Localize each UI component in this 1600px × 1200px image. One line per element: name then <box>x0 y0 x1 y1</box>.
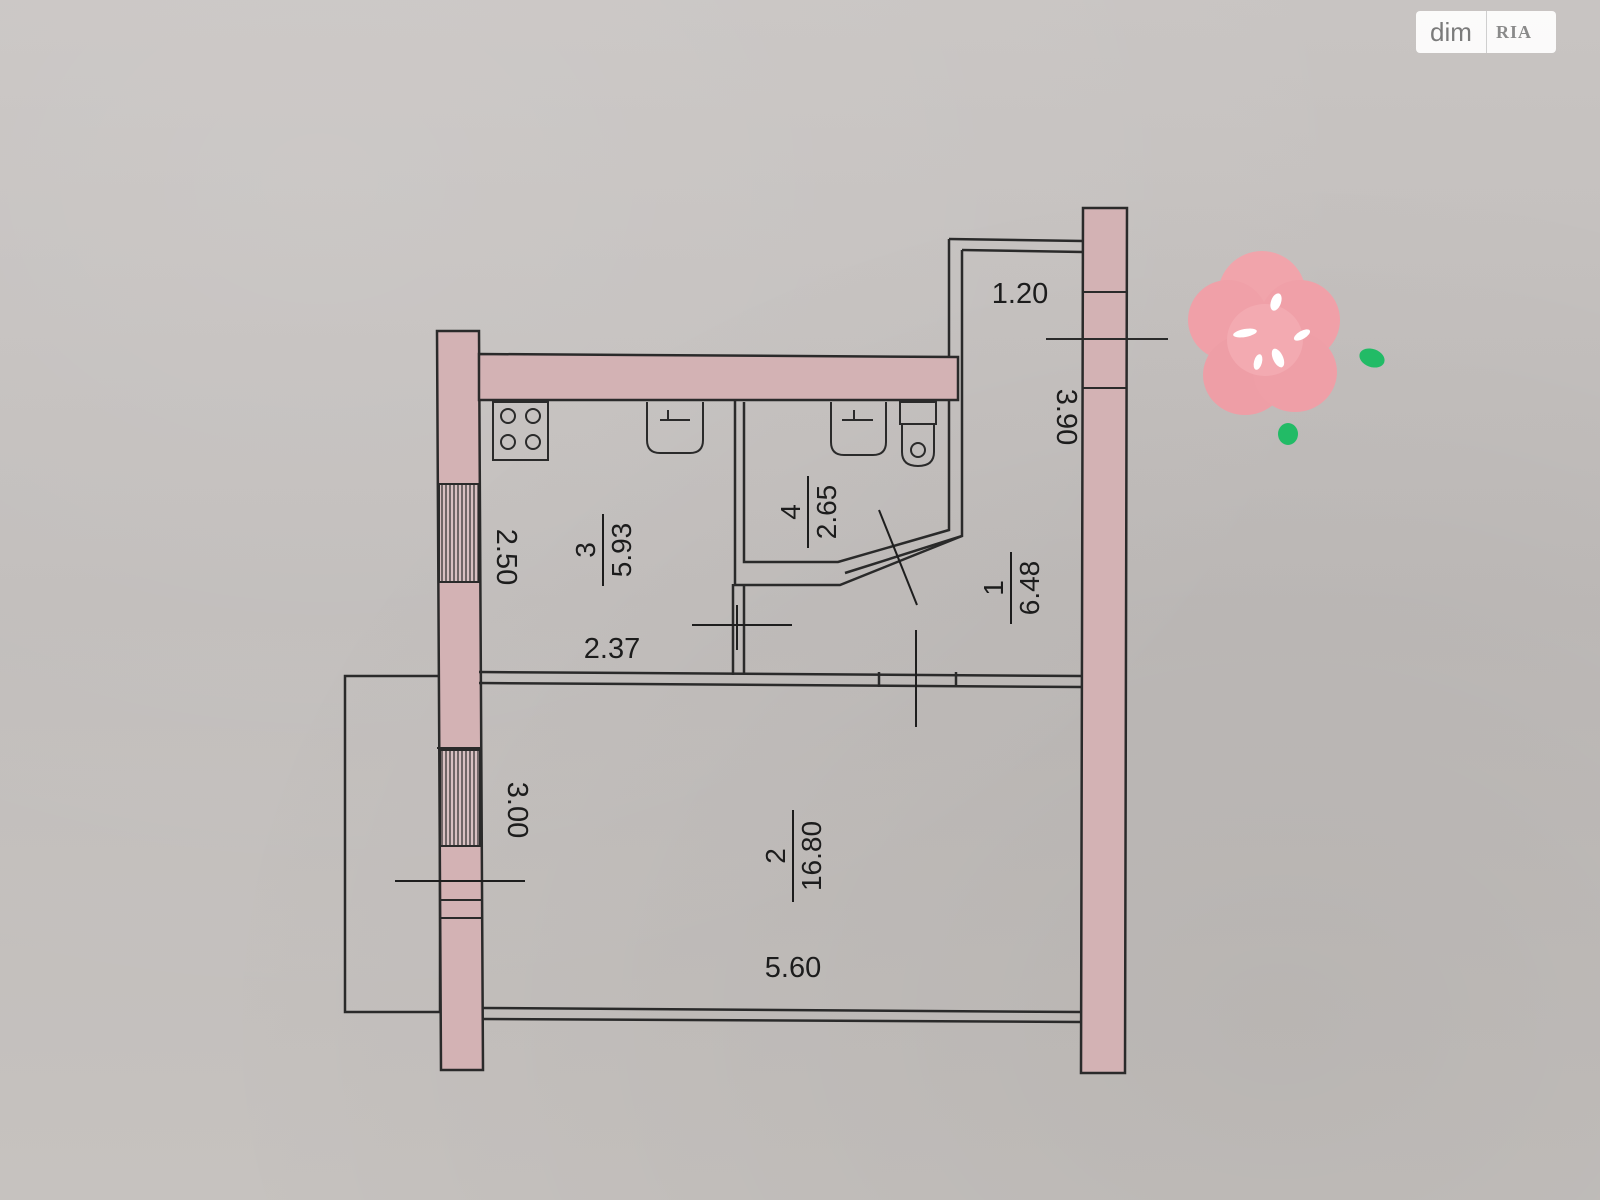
toilet-icon <box>899 401 937 468</box>
kitchen-sink-icon <box>646 402 704 454</box>
room-4-area: 2.65 <box>811 485 842 540</box>
room-1-area: 6.48 <box>1014 561 1045 616</box>
leaf-icon <box>1278 423 1298 445</box>
dimension-3-90: 3.90 <box>1050 389 1082 445</box>
left-exterior-wall <box>435 329 485 1072</box>
partition-lines <box>478 670 1082 1024</box>
watermark-ria-logo: RIA <box>1496 21 1533 42</box>
room-1-label: 1 6.48 <box>978 552 1045 624</box>
room-3-number: 3 <box>570 542 601 558</box>
pink-flower-sticker-icon <box>1188 251 1385 445</box>
right-exterior-wall <box>1046 206 1168 1075</box>
stove-icon <box>492 401 549 461</box>
room-4-number: 4 <box>775 504 806 520</box>
balcony-outline <box>343 674 442 1014</box>
dimension-2-50: 2.50 <box>490 529 522 585</box>
dimension-1-20: 1.20 <box>992 278 1048 310</box>
room-3-area: 5.93 <box>606 523 637 578</box>
room-4-label: 4 2.65 <box>775 476 842 548</box>
window-kitchen <box>438 483 480 583</box>
watermark-divider <box>1486 11 1487 53</box>
dimension-3-00: 3.00 <box>501 782 533 838</box>
watermark-dim-text: dim <box>1430 16 1472 47</box>
top-thick-wall <box>477 352 960 402</box>
hall-walls <box>731 237 1084 675</box>
dim-ria-watermark: dim RIA <box>1416 11 1556 53</box>
room-2-area: 16.80 <box>796 821 827 891</box>
leaf-icon <box>1359 348 1385 368</box>
bath-sink-icon <box>830 402 887 456</box>
door-markers <box>395 509 918 882</box>
room-3-label: 3 5.93 <box>570 514 637 586</box>
room-1-number: 1 <box>978 580 1009 596</box>
room-2-number: 2 <box>760 848 791 864</box>
dimension-5-60: 5.60 <box>765 952 821 984</box>
window-living-room <box>439 749 481 847</box>
dimension-2-37: 2.37 <box>584 633 640 665</box>
room-2-label: 2 16.80 <box>760 810 827 902</box>
